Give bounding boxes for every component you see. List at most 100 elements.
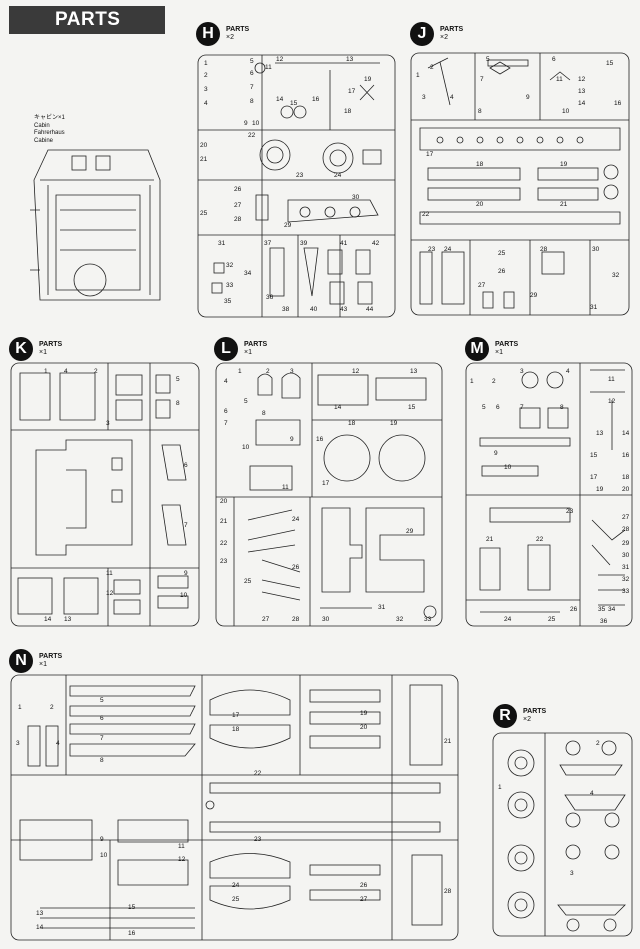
part-number: 5	[244, 398, 248, 405]
sprue-m-frame	[465, 362, 633, 627]
parts-header: PARTS	[9, 6, 165, 34]
part-number: 24	[504, 616, 512, 623]
part-number: 26	[498, 268, 506, 275]
part-number: 10	[180, 592, 188, 599]
part-number: 16	[614, 100, 622, 107]
part-number: 32	[396, 616, 404, 623]
part-number: 33	[622, 588, 630, 595]
part-number: 28	[292, 616, 300, 623]
part-number: 9	[244, 120, 248, 127]
part-number: 17	[232, 712, 240, 719]
part-number: 6	[100, 715, 104, 722]
part-number: 2	[94, 368, 98, 375]
part-number: 35	[598, 606, 606, 613]
cabin-label: キャビン×1 Cabin Fahrerhaus Cabine	[34, 115, 65, 145]
part-number: 23	[566, 508, 574, 515]
part-number: 3	[106, 420, 110, 427]
part-number: 13	[36, 910, 44, 917]
part-number: 22	[422, 211, 430, 218]
part-number: 25	[232, 896, 240, 903]
part-number: 22	[536, 536, 544, 543]
part-number: 7	[520, 404, 524, 411]
part-number: 9	[494, 450, 498, 457]
part-number: 23	[296, 172, 304, 179]
part-number: 9	[290, 436, 294, 443]
part-number: 27	[262, 616, 270, 623]
part-number: 6	[184, 462, 188, 469]
part-number: 25	[200, 210, 208, 217]
part-number: 26	[234, 186, 242, 193]
part-number: 3	[16, 740, 20, 747]
part-number: 36	[600, 618, 608, 625]
part-number: 8	[176, 400, 180, 407]
part-number: 6	[250, 70, 254, 77]
part-number: 21	[444, 738, 452, 745]
part-number: 11	[106, 570, 113, 577]
sprue-n-label: PARTS×1	[39, 653, 63, 668]
part-number: 25	[244, 578, 252, 585]
part-number: 22	[248, 132, 256, 139]
part-number: 2	[596, 740, 600, 747]
part-number: 4	[566, 368, 570, 375]
part-number: 12	[178, 856, 186, 863]
part-number: 3	[570, 870, 574, 877]
part-number: 28	[540, 246, 548, 253]
sprue-h-label: PARTS×2	[226, 26, 250, 41]
part-number: 23	[254, 836, 262, 843]
part-number: 8	[478, 108, 482, 115]
part-number: 1	[204, 60, 208, 67]
part-number: 21	[220, 518, 228, 525]
part-number: 21	[486, 536, 494, 543]
part-number: 30	[352, 194, 360, 201]
part-number: 12	[106, 590, 114, 597]
sprue-k-label: PARTS×1	[39, 341, 63, 356]
part-number: 7	[250, 84, 254, 91]
part-number: 12	[276, 56, 284, 63]
part-number: 13	[410, 368, 418, 375]
cabin-label-en: Cabin	[34, 122, 50, 129]
part-number: 11	[608, 376, 615, 383]
sprue-h-frame	[197, 54, 396, 318]
part-number: 8	[250, 98, 254, 105]
part-number: 22	[254, 770, 262, 777]
cabin-label-jp: キャビン×1	[34, 115, 65, 121]
sprue-l-badge: L	[214, 337, 238, 361]
part-number: 18	[232, 726, 240, 733]
part-number: 30	[592, 246, 600, 253]
part-number: 14	[622, 430, 630, 437]
part-number: 17	[348, 88, 356, 95]
part-number: 3	[422, 94, 426, 101]
part-number: 23	[428, 246, 436, 253]
part-number: 24	[444, 246, 452, 253]
sprue-r-label: PARTS×2	[523, 708, 547, 723]
part-number: 1	[498, 784, 502, 791]
part-number: 10	[252, 120, 260, 127]
sprue-l-frame	[215, 362, 443, 627]
sprue-r-frame	[492, 732, 633, 937]
part-number: 12	[608, 398, 616, 405]
sprue-n-frame	[10, 674, 459, 941]
part-number: 29	[530, 292, 538, 299]
part-number: 26	[292, 564, 300, 571]
part-number: 4	[224, 378, 228, 385]
sprue-k-badge: K	[9, 337, 33, 361]
part-number: 17	[590, 474, 598, 481]
cabin-label-fr: Cabine	[34, 137, 54, 144]
part-number: 2	[204, 72, 208, 79]
part-number: 31	[218, 240, 226, 247]
part-number: 13	[596, 430, 604, 437]
part-number: 19	[560, 161, 568, 168]
sprue-j-badge: J	[410, 22, 434, 46]
part-number: 21	[200, 156, 208, 163]
part-number: 18	[476, 161, 484, 168]
part-number: 19	[364, 76, 372, 83]
part-number: 15	[590, 452, 598, 459]
part-number: 17	[322, 480, 330, 487]
part-number: 8	[262, 410, 266, 417]
sprue-j-frame	[410, 52, 630, 316]
part-number: 2	[430, 64, 434, 71]
part-number: 44	[366, 306, 374, 313]
part-number: 7	[480, 76, 484, 83]
part-number: 4	[450, 94, 454, 101]
